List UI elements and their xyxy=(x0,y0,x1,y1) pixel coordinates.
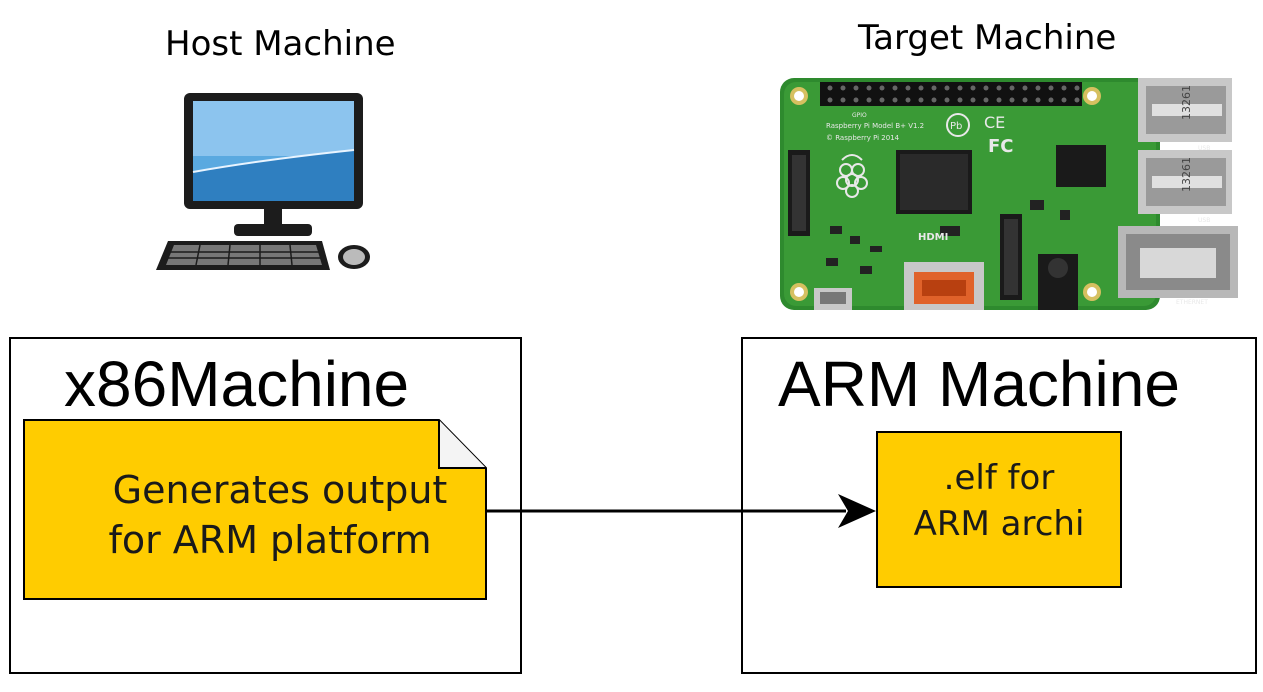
elf-text-line2: ARM archi xyxy=(913,504,1085,544)
target-machine-title: Target Machine xyxy=(858,18,1117,58)
usb-port-icon: 13261 USB xyxy=(1138,150,1232,224)
note-text-line2: for ARM platform xyxy=(108,518,432,562)
svg-text:Raspberry Pi Model B+ V1.2: Raspberry Pi Model B+ V1.2 xyxy=(826,122,924,130)
svg-text:USB: USB xyxy=(1198,145,1210,152)
raspberry-logo-icon xyxy=(836,154,868,198)
svg-text:13261: 13261 xyxy=(1180,157,1193,192)
arm-machine-title: ARM Machine xyxy=(778,348,1180,420)
desktop-computer-icon xyxy=(156,93,370,270)
svg-text:© Raspberry Pi 2014: © Raspberry Pi 2014 xyxy=(826,134,900,142)
svg-text:HDMI: HDMI xyxy=(918,232,948,243)
svg-text:Pb: Pb xyxy=(950,121,962,132)
note-text-line1: Generates output xyxy=(112,468,448,512)
svg-text:ETHERNET: ETHERNET xyxy=(1176,299,1208,306)
output-flow-arrow xyxy=(486,494,876,528)
svg-text:USB: USB xyxy=(1198,217,1210,224)
elf-text-line1: .elf for xyxy=(943,458,1055,498)
output-note-shape xyxy=(23,419,487,600)
svg-text:GPIO: GPIO xyxy=(852,112,867,119)
elf-output-box xyxy=(876,431,1122,588)
ethernet-port-icon: ETHERNET xyxy=(1118,226,1238,306)
svg-text:CE: CE xyxy=(984,113,1005,132)
host-machine-title: Host Machine xyxy=(165,24,396,64)
svg-text:13261: 13261 xyxy=(1180,85,1193,120)
raspberry-pi-board-image: Raspberry Pi Model B+ V1.2 © Raspberry P… xyxy=(780,78,1238,310)
usb-port-icon: 13261 USB xyxy=(1138,78,1232,152)
x86-machine-title: x86Machine xyxy=(64,348,410,420)
svg-text:FC: FC xyxy=(988,136,1014,157)
